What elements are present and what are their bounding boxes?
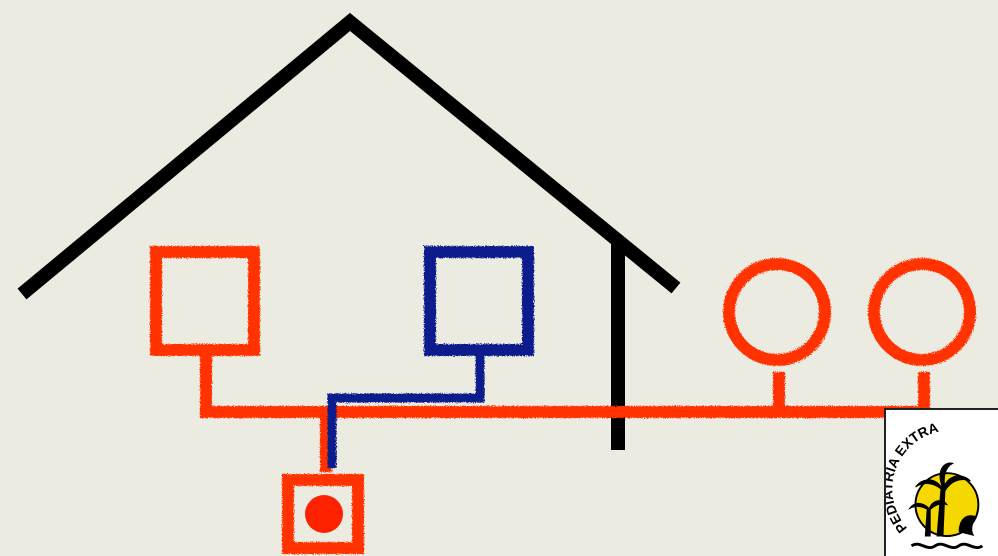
pediatria-logo: PEDIATRIA EXTRA (884, 408, 998, 556)
circle-member-1 (723, 258, 831, 366)
logo-figure (958, 515, 977, 537)
circle-member-2 (868, 258, 976, 366)
child-affected-dot (305, 495, 343, 533)
logo-waves (910, 542, 984, 550)
pedigree-lines (200, 356, 930, 472)
left-square-member (150, 246, 260, 356)
paternal-line (327, 356, 485, 468)
family-line (200, 356, 930, 418)
child-square-member (282, 474, 364, 554)
father-square-member (424, 246, 534, 356)
house-outline (17, 12, 681, 450)
palm-tree-icon (908, 462, 971, 537)
house-roof (17, 12, 681, 300)
pedigree-members (150, 246, 976, 554)
